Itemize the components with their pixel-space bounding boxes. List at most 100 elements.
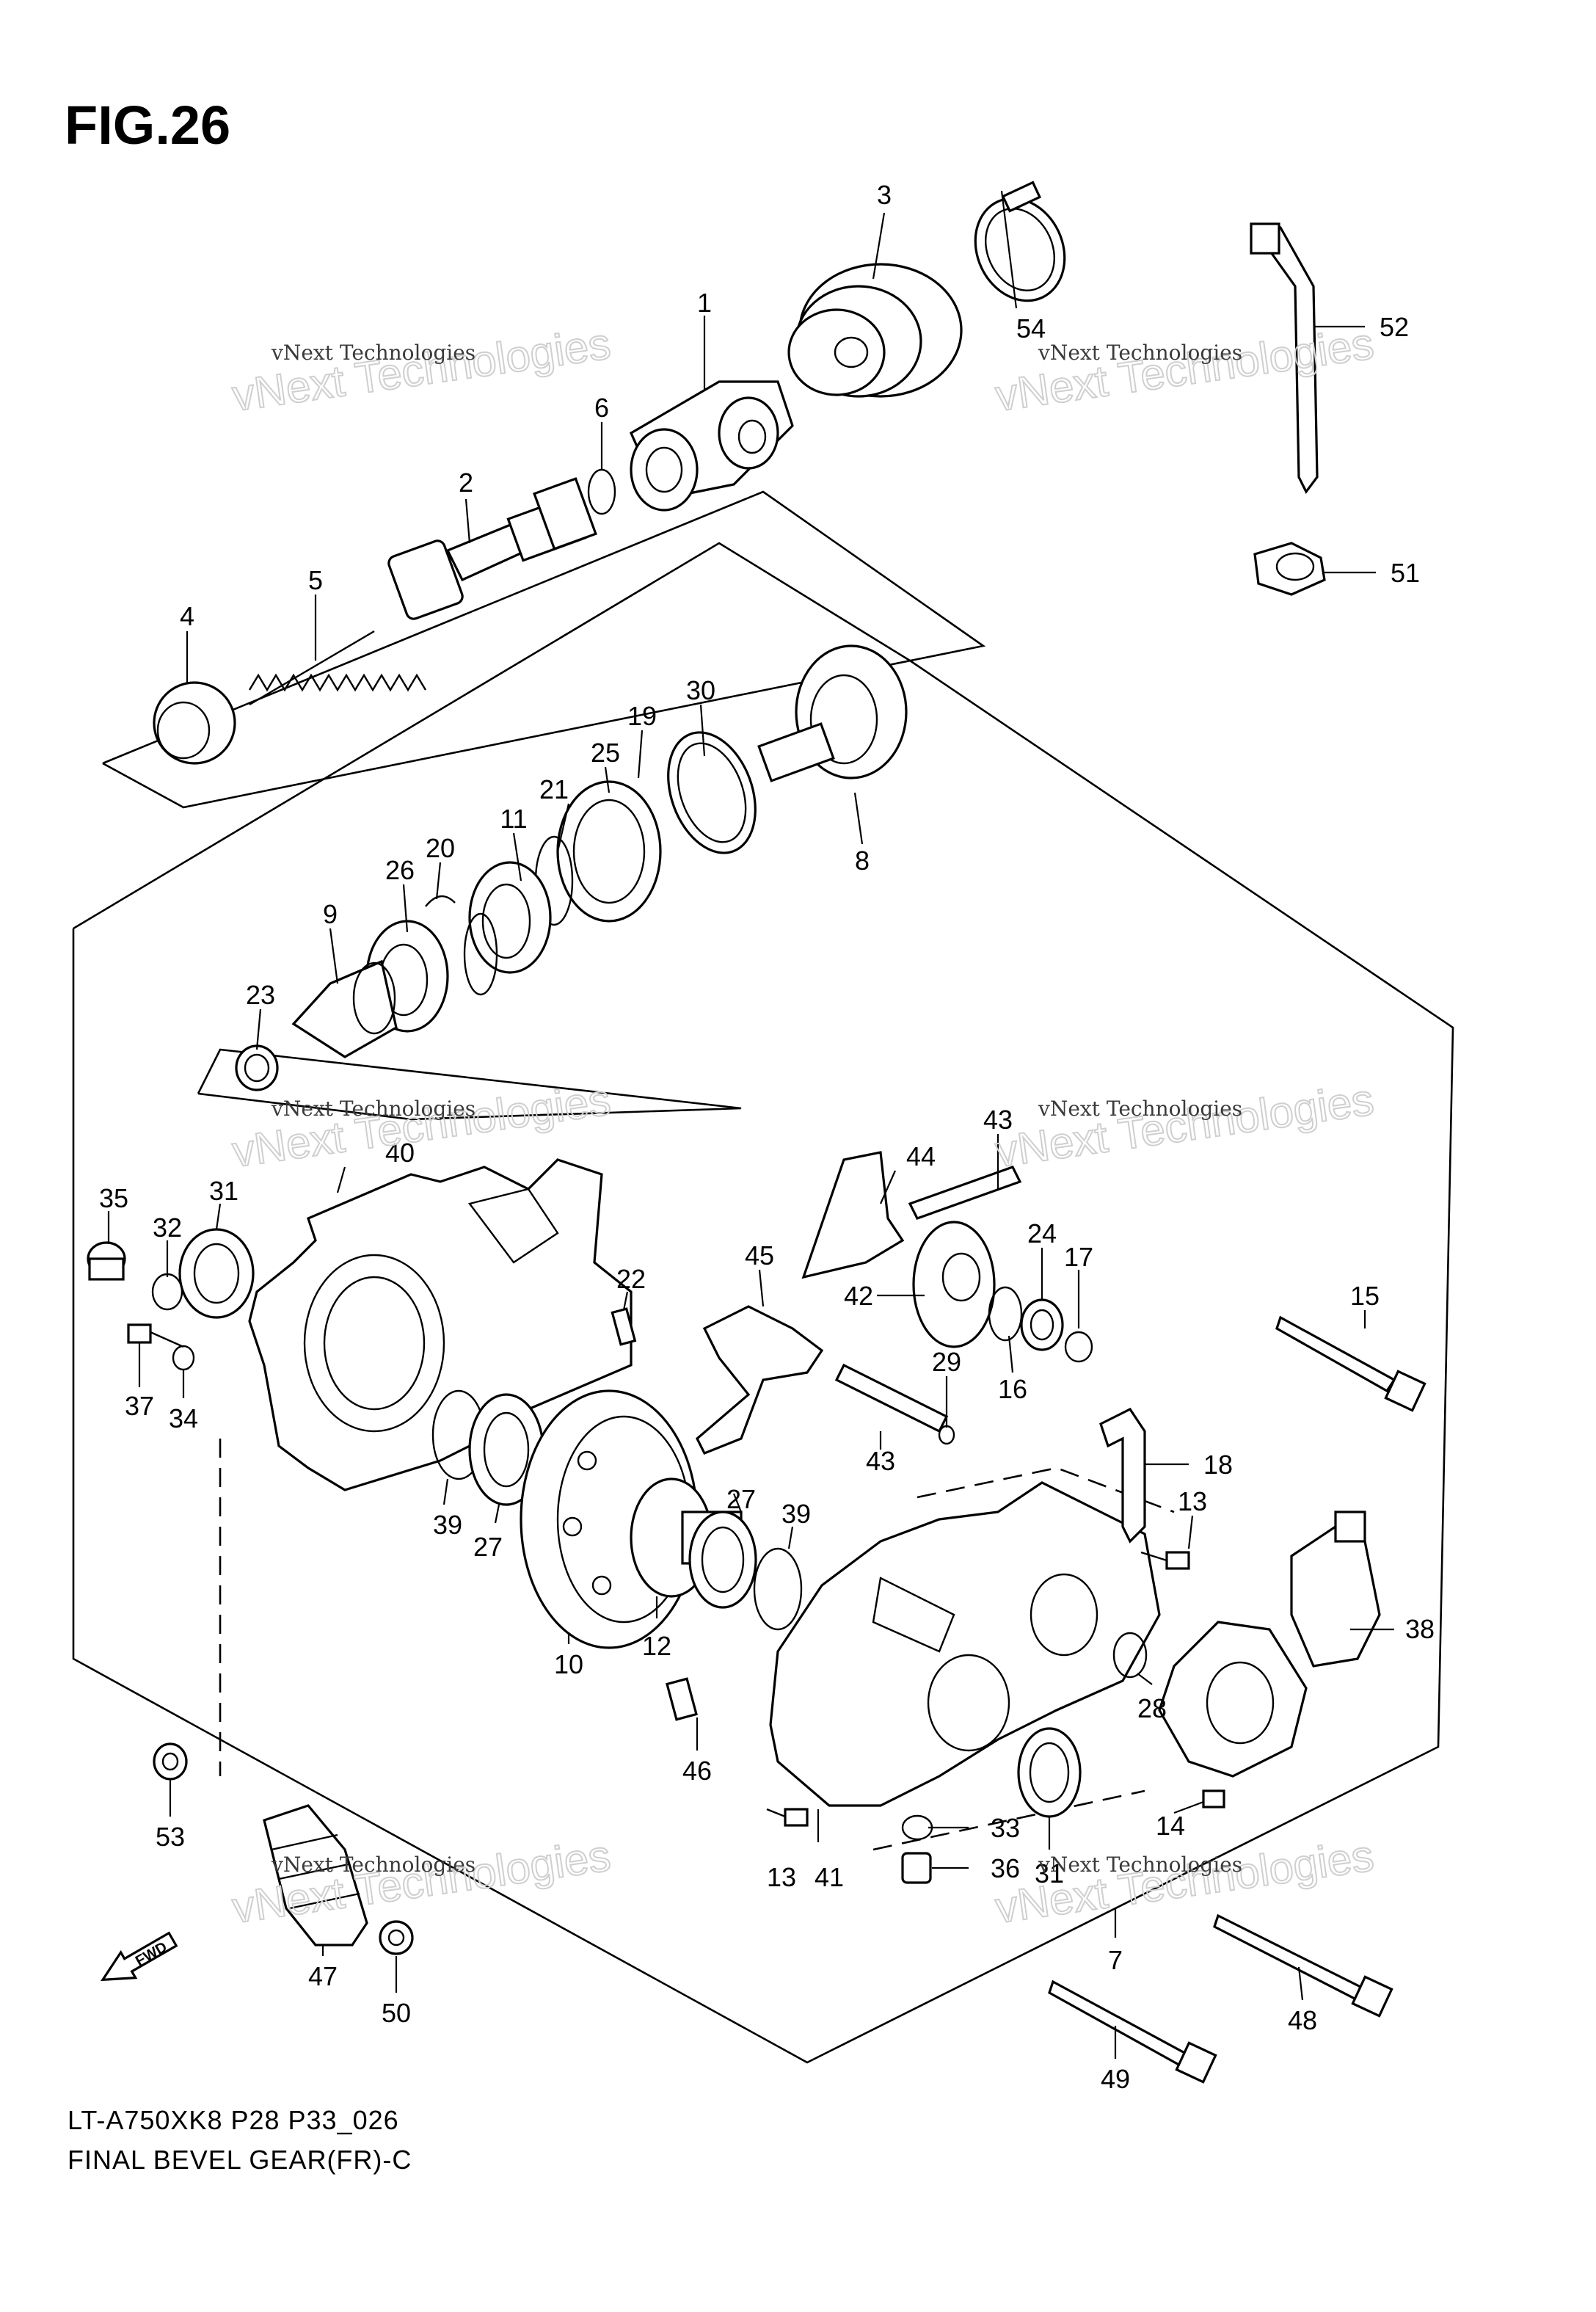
section-title: FINAL BEVEL GEAR(FR)-C xyxy=(68,2145,412,2175)
callout-16: 16 xyxy=(998,1374,1027,1404)
svg-text:vNext Technologies: vNext Technologies xyxy=(992,1075,1376,1177)
callout-1: 1 xyxy=(697,288,712,318)
callout-45: 45 xyxy=(745,1240,774,1270)
callout-49: 49 xyxy=(1101,2064,1130,2094)
callout-48: 48 xyxy=(1288,2005,1317,2035)
callout-9: 9 xyxy=(323,899,338,929)
callout-33: 33 xyxy=(991,1813,1020,1843)
callout-28: 28 xyxy=(1137,1693,1167,1723)
callout-51: 51 xyxy=(1391,558,1420,588)
bearing-30 xyxy=(667,731,757,854)
shaft-43-lower xyxy=(834,1363,949,1433)
callout-13-lower: 13 xyxy=(767,1862,796,1892)
pin-22 xyxy=(611,1307,637,1346)
callout-15: 15 xyxy=(1350,1281,1380,1311)
callout-2: 2 xyxy=(459,468,473,498)
callout-labels: 1 2 3 4 5 6 7 8 9 10 11 12 13 13 13 14 1… xyxy=(99,180,1435,2094)
callout-30: 30 xyxy=(686,675,715,705)
propeller-shaft xyxy=(387,477,597,620)
plug-35 xyxy=(87,1241,126,1281)
housing-40 xyxy=(248,1158,633,1491)
bearing-25 xyxy=(556,780,662,923)
callout-5: 5 xyxy=(308,565,323,595)
ring-16 xyxy=(988,1286,1023,1342)
washer-33 xyxy=(901,1814,933,1841)
svg-text:vNext Technologies: vNext Technologies xyxy=(229,319,613,421)
callout-22: 22 xyxy=(616,1264,646,1294)
callout-36: 36 xyxy=(991,1853,1020,1883)
callout-27-right: 27 xyxy=(726,1484,756,1514)
gear-group-frame xyxy=(197,1048,742,1121)
watermark-mid-right: vNext Technologies vNext Technologies xyxy=(991,1074,1377,1177)
bolt-13-right xyxy=(1140,1551,1190,1570)
plug-36 xyxy=(901,1852,932,1884)
universal-joint xyxy=(629,380,794,512)
callout-34: 34 xyxy=(169,1403,198,1433)
callout-42: 42 xyxy=(844,1281,873,1311)
pinion-shaft-8 xyxy=(757,644,908,782)
watermark-text: vNext Technologies xyxy=(271,341,475,365)
callout-4: 4 xyxy=(180,601,194,631)
callout-41: 41 xyxy=(815,1862,844,1892)
callout-31-right: 31 xyxy=(1035,1858,1064,1889)
callout-8: 8 xyxy=(855,846,870,876)
watermark-top-right: vNext Technologies vNext Technologies xyxy=(991,318,1377,421)
callout-32: 32 xyxy=(153,1213,182,1243)
callout-23: 23 xyxy=(246,980,275,1010)
callout-35: 35 xyxy=(99,1183,128,1213)
breather-46 xyxy=(666,1677,698,1721)
clamp-51 xyxy=(1253,542,1326,596)
shift-fork-44 xyxy=(801,1151,905,1279)
dust-boot xyxy=(787,263,963,398)
hose-clamp xyxy=(974,181,1066,302)
callout-39-right: 39 xyxy=(781,1499,811,1529)
actuator-motor-38 xyxy=(1158,1511,1381,1778)
callout-10: 10 xyxy=(554,1649,583,1679)
callout-24: 24 xyxy=(1027,1218,1057,1248)
callout-14: 14 xyxy=(1156,1811,1185,1841)
callout-18: 18 xyxy=(1203,1450,1233,1480)
fwd-arrow-badge: FWD xyxy=(100,1931,178,1982)
bolt-15 xyxy=(1275,1315,1426,1412)
callout-44: 44 xyxy=(906,1141,936,1171)
callout-38: 38 xyxy=(1405,1614,1435,1644)
svg-text:vNext Technologies: vNext Technologies xyxy=(992,319,1376,421)
boot-47 xyxy=(263,1804,368,1946)
washer-32 xyxy=(151,1273,183,1311)
callout-17: 17 xyxy=(1064,1242,1093,1272)
bearing-11 xyxy=(468,861,552,974)
callout-43-lower: 43 xyxy=(866,1446,895,1476)
callout-26: 26 xyxy=(385,855,415,885)
watermark-text: vNext Technologies xyxy=(271,1853,475,1877)
watermark-top-left: vNext Technologies vNext Technologies xyxy=(228,318,613,421)
nut-50 xyxy=(379,1920,414,1955)
callout-7: 7 xyxy=(1108,1945,1123,1975)
callout-25: 25 xyxy=(591,738,620,768)
bolt-37 xyxy=(127,1323,184,1348)
callout-21: 21 xyxy=(539,774,569,804)
main-assembly-frame xyxy=(72,542,1454,2064)
oring-28 xyxy=(1112,1632,1148,1679)
callout-6: 6 xyxy=(594,393,609,423)
figure-title: FIG.26 xyxy=(65,95,231,156)
needle-bearing-23 xyxy=(235,1044,279,1091)
callout-40: 40 xyxy=(385,1138,415,1168)
callout-20: 20 xyxy=(426,833,455,863)
watermark-text: vNext Technologies xyxy=(1038,1853,1242,1877)
model-code: LT-A750XK8 P28 P33_026 xyxy=(68,2105,399,2135)
callout-11: 11 xyxy=(500,804,527,834)
nut-53 xyxy=(153,1742,188,1781)
shaft-43-upper xyxy=(908,1166,1022,1220)
watermark-text: vNext Technologies xyxy=(1038,341,1242,365)
clip-20 xyxy=(425,895,456,907)
shim-39-right xyxy=(753,1547,803,1631)
cable-tie xyxy=(1250,222,1319,495)
watermark-text: vNext Technologies xyxy=(271,1097,475,1121)
snap-ring-6 xyxy=(587,468,616,515)
callout-31-left: 31 xyxy=(209,1176,238,1206)
ring-17 xyxy=(1064,1331,1093,1363)
oil-seal-31-left xyxy=(178,1228,255,1319)
callout-13-right: 13 xyxy=(1178,1486,1207,1516)
callout-39-left: 39 xyxy=(433,1510,462,1540)
